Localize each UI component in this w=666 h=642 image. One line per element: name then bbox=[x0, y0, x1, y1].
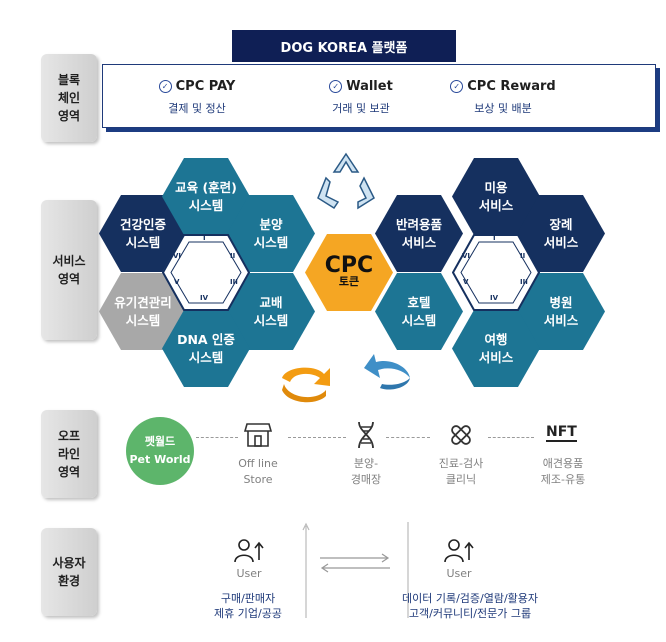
roman-numeral: II bbox=[230, 252, 236, 260]
roman-numeral: VI bbox=[173, 252, 182, 260]
pet-world-node: 펫월드 Pet World bbox=[126, 417, 194, 485]
chain-item-subtitle: 결제 및 정산 bbox=[168, 102, 226, 115]
chain-item-wallet: ✓Wallet 거래 및 보관 bbox=[306, 79, 416, 116]
dashed-connector bbox=[196, 437, 238, 438]
user-label-left: User bbox=[236, 567, 262, 580]
cpc-token-title: CPC bbox=[324, 252, 374, 278]
orange-cycle-arrow-icon bbox=[282, 367, 330, 403]
clinic-label: 진료-검사 클리닉 bbox=[438, 457, 484, 486]
blockchain-box: ✓CPC PAY 결제 및 정산 ✓Wallet 거래 및 보관 ✓CPC Re… bbox=[102, 64, 656, 128]
hex-cpc-token: CPC 토큰 bbox=[305, 234, 393, 311]
platform-title: DOG KOREA 플랫폼 bbox=[232, 30, 456, 62]
bandage-icon bbox=[451, 425, 471, 445]
user-icon bbox=[234, 539, 264, 563]
hex-hotel-system: 호텔 시스템 bbox=[375, 273, 463, 350]
chain-item-cpc-reward: ✓CPC Reward 보상 및 배분 bbox=[433, 79, 573, 116]
section-label-user: 사용자 환경 bbox=[41, 528, 97, 616]
roman-numeral: III bbox=[520, 278, 528, 286]
vertical-arrow-up bbox=[302, 522, 310, 618]
dna-icon bbox=[358, 421, 374, 449]
hex-pet-supplies-service: 반려용품 서비스 bbox=[375, 195, 463, 272]
user-icon bbox=[444, 539, 474, 563]
chain-item-cpc-pay: ✓CPC PAY 결제 및 정산 bbox=[137, 79, 257, 116]
roman-numeral: IV bbox=[490, 294, 499, 302]
auction-label: 분양- 경매장 bbox=[350, 457, 382, 486]
roman-numeral: V bbox=[174, 278, 180, 286]
offline-store-label: Off line Store bbox=[238, 457, 278, 486]
left-center-outline bbox=[162, 234, 250, 311]
dashed-connector bbox=[386, 437, 430, 438]
roman-numeral: I bbox=[493, 234, 496, 242]
dashed-connector bbox=[288, 437, 346, 438]
roman-numeral: IV bbox=[200, 294, 209, 302]
roman-numeral: III bbox=[230, 278, 238, 286]
pet-world-english-label: Pet World bbox=[129, 453, 191, 466]
recycle-icon bbox=[317, 152, 375, 210]
exchange-arrows-icon bbox=[320, 553, 390, 573]
right-center-outline bbox=[452, 234, 540, 311]
blue-cycle-arrow-icon bbox=[364, 354, 410, 390]
roman-numeral: I bbox=[203, 234, 206, 242]
section-label-offline: 오프 라인 영역 bbox=[41, 410, 97, 498]
pet-world-korean-label: 펫월드 bbox=[144, 435, 176, 448]
chain-item-subtitle: 거래 및 보관 bbox=[332, 102, 390, 115]
cpc-token-subtitle: 토큰 bbox=[338, 274, 360, 288]
store-icon bbox=[244, 423, 272, 447]
nft-manufacture-label: 애견용품 제조-유통 bbox=[540, 457, 586, 486]
dashed-connector bbox=[488, 437, 534, 438]
hex-dna-system: DNA 인증 시스템 bbox=[162, 310, 250, 387]
chain-item-title: Wallet bbox=[346, 79, 393, 94]
roman-numeral: II bbox=[520, 252, 526, 260]
user-description-left: 구매/판매자 제휴 기업/공공 bbox=[214, 592, 282, 620]
check-circle-icon: ✓ bbox=[158, 80, 172, 93]
user-description-right: 데이터 기록/검증/열람/활용자 고객/커뮤니티/전문가 그룹 bbox=[401, 592, 539, 620]
check-circle-icon: ✓ bbox=[450, 80, 464, 93]
chain-item-title: CPC Reward bbox=[467, 79, 556, 94]
chain-item-title: CPC PAY bbox=[175, 79, 236, 94]
chain-item-subtitle: 보상 및 배분 bbox=[474, 102, 532, 115]
check-circle-icon: ✓ bbox=[329, 80, 343, 93]
vertical-line bbox=[407, 522, 409, 618]
nft-icon-label: NFT bbox=[546, 424, 577, 442]
roman-numeral: VI bbox=[462, 252, 471, 260]
user-label-right: User bbox=[446, 567, 472, 580]
section-label-service: 서비스 영역 bbox=[41, 200, 97, 340]
roman-numeral: V bbox=[463, 278, 469, 286]
section-label-blockchain: 블록 체인 영역 bbox=[41, 54, 97, 142]
